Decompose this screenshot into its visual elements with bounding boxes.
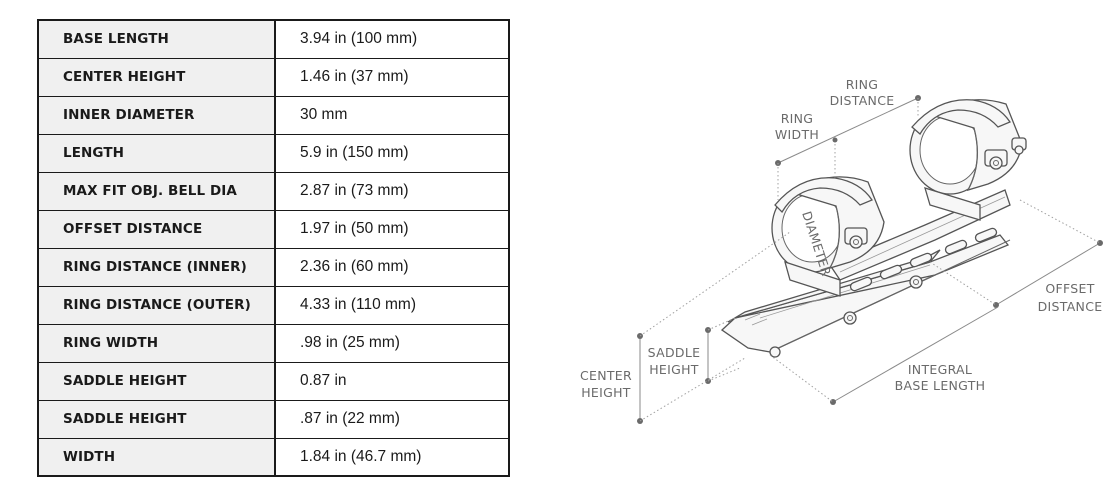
spec-table: BASE LENGTH 3.94 in (100 mm) CENTER HEIG… xyxy=(37,19,510,477)
spec-label: MAX FIT OBJ. BELL DIA xyxy=(37,171,276,211)
spec-label: RING WIDTH xyxy=(37,323,276,363)
integral-base-length-label-2: BASE LENGTH xyxy=(895,378,986,393)
spec-value: .98 in (25 mm) xyxy=(274,323,510,363)
dimension-lines xyxy=(637,95,1103,424)
spec-value: 1.97 in (50 mm) xyxy=(274,209,510,249)
spec-label: SADDLE HEIGHT xyxy=(37,361,276,401)
saddle-height-label-2: HEIGHT xyxy=(649,362,699,377)
spec-label: OFFSET DISTANCE xyxy=(37,209,276,249)
table-row: CENTER HEIGHT 1.46 in (37 mm) xyxy=(37,57,510,97)
offset-distance-label-2: DISTANCE xyxy=(1038,299,1103,314)
scope-mount-diagram: RING DISTANCE RING WIDTH DIAMETER OFFSET… xyxy=(580,77,1103,424)
spec-value: 1.46 in (37 mm) xyxy=(274,57,510,97)
spec-label: INNER DIAMETER xyxy=(37,95,276,135)
spec-value: 2.87 in (73 mm) xyxy=(274,171,510,211)
spec-label: SADDLE HEIGHT xyxy=(37,399,276,439)
table-row: SADDLE HEIGHT 0.87 in xyxy=(37,361,510,401)
center-height-label-2: HEIGHT xyxy=(581,385,631,400)
spec-value: 30 mm xyxy=(274,95,510,135)
spec-value: 4.33 in (110 mm) xyxy=(274,285,510,325)
ring-width-label-1: RING xyxy=(781,111,814,126)
spec-value: 2.36 in (60 mm) xyxy=(274,247,510,287)
spec-value: 3.94 in (100 mm) xyxy=(274,19,510,59)
integral-base-length-label-1: INTEGRAL xyxy=(908,362,972,377)
saddle-height-label-1: SADDLE xyxy=(648,345,701,360)
table-row: RING WIDTH .98 in (25 mm) xyxy=(37,323,510,363)
table-row: RING DISTANCE (OUTER) 4.33 in (110 mm) xyxy=(37,285,510,325)
table-row: INNER DIAMETER 30 mm xyxy=(37,95,510,135)
table-row: OFFSET DISTANCE 1.97 in (50 mm) xyxy=(37,209,510,249)
scope-mount-illustration xyxy=(720,99,1027,358)
table-row: WIDTH 1.84 in (46.7 mm) xyxy=(37,437,510,477)
spec-value: 5.9 in (150 mm) xyxy=(274,133,510,173)
spec-label: LENGTH xyxy=(37,133,276,173)
ring-width-label-2: WIDTH xyxy=(775,127,819,142)
spec-label: CENTER HEIGHT xyxy=(37,57,276,97)
ring-distance-label-2: DISTANCE xyxy=(830,93,895,108)
offset-distance-label-1: OFFSET xyxy=(1045,281,1094,296)
table-row: BASE LENGTH 3.94 in (100 mm) xyxy=(37,19,510,59)
ring-distance-label-1: RING xyxy=(846,77,879,92)
table-row: MAX FIT OBJ. BELL DIA 2.87 in (73 mm) xyxy=(37,171,510,211)
spec-value: 1.84 in (46.7 mm) xyxy=(274,437,510,477)
spec-label: WIDTH xyxy=(37,437,276,477)
spec-label: RING DISTANCE (OUTER) xyxy=(37,285,276,325)
center-height-label-1: CENTER xyxy=(580,368,632,383)
spec-value: .87 in (22 mm) xyxy=(274,399,510,439)
table-row: RING DISTANCE (INNER) 2.36 in (60 mm) xyxy=(37,247,510,287)
table-row: LENGTH 5.9 in (150 mm) xyxy=(37,133,510,173)
spec-label: BASE LENGTH xyxy=(37,19,276,59)
spec-value: 0.87 in xyxy=(274,361,510,401)
spec-label: RING DISTANCE (INNER) xyxy=(37,247,276,287)
table-row: SADDLE HEIGHT .87 in (22 mm) xyxy=(37,399,510,439)
